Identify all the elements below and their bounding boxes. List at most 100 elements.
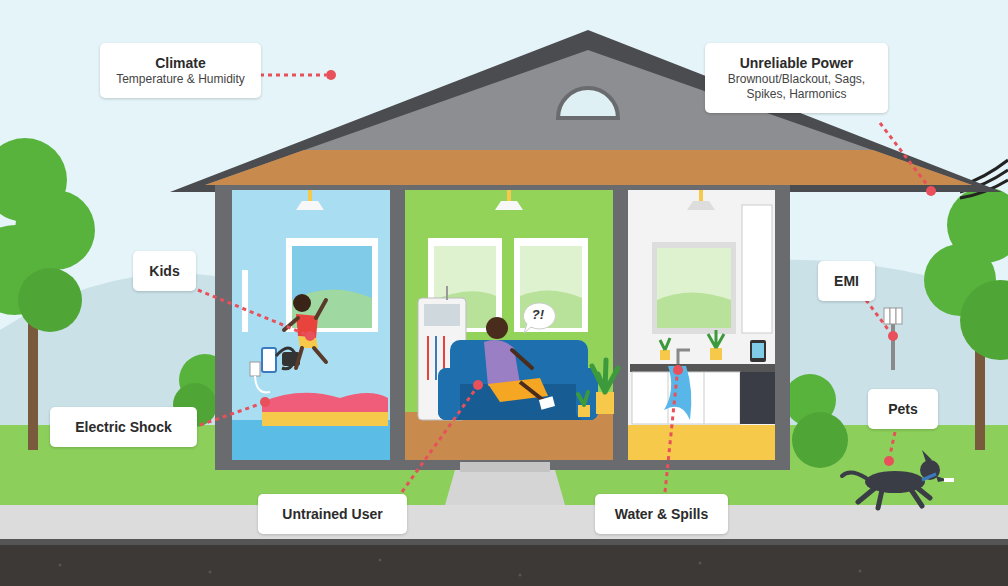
bedroom-part [262, 393, 388, 412]
house-part [205, 150, 972, 185]
kitchen-part [660, 350, 670, 360]
house-part [558, 88, 618, 118]
leader-lines-part [402, 390, 475, 492]
leader-lines-part [888, 331, 898, 341]
bedroom-part [250, 362, 260, 376]
leader-lines-part [200, 404, 260, 425]
ground-part [209, 571, 212, 574]
kitchen-part [752, 343, 764, 358]
lamps-part [495, 201, 523, 210]
speech-bubble: ?! [519, 301, 557, 335]
windows [242, 238, 736, 334]
kid-figure-part [296, 348, 302, 368]
kitchen-part [740, 372, 775, 424]
bedroom [250, 348, 388, 426]
dog-part [944, 478, 954, 482]
emi-tower-part [891, 320, 895, 370]
callout-heading: Electric Shock [66, 418, 181, 436]
dog-part [922, 474, 936, 480]
callout-box: Pets [868, 389, 938, 429]
house-part [460, 462, 550, 472]
windows-part [242, 270, 248, 332]
house-part [405, 190, 613, 460]
emi-tower-part [884, 308, 890, 324]
callout-heading: Pets [884, 400, 922, 418]
callout-heading: Water & Spills [611, 505, 712, 523]
house-part [445, 470, 565, 505]
leader-lines [198, 70, 936, 492]
lamps-part [296, 201, 324, 210]
bedroom-part [262, 348, 276, 372]
leader-lines-part [326, 70, 336, 80]
dog-part [842, 472, 866, 478]
leader-lines-part [665, 376, 677, 492]
kid-figure-part [293, 294, 311, 312]
lamps-part [687, 201, 715, 210]
dialysis-machine-part [427, 336, 429, 380]
couch-and-user-part [512, 350, 532, 368]
callout-detail: Temperature & Humidity [116, 72, 245, 87]
kitchen-part [708, 330, 724, 348]
ground-part [519, 574, 522, 577]
leader-lines-part [473, 380, 483, 390]
callout-heading: EMI [834, 272, 859, 290]
dialysis-machine-part [446, 286, 448, 300]
kid-figure-part [316, 300, 326, 318]
bubble-text: ?! [519, 307, 557, 323]
leader-lines-part [926, 186, 936, 196]
leader-lines-part [880, 123, 928, 186]
trees-part [792, 412, 848, 468]
callout-box: Electric Shock [50, 407, 197, 447]
couch-and-user-part [539, 396, 555, 409]
callout-heading: Unreliable Power [721, 54, 872, 72]
callout-heading: Untrained User [274, 505, 391, 523]
dog-part [922, 450, 932, 462]
windows-part [652, 242, 736, 334]
lamps-part [507, 190, 511, 202]
leader-lines-part [673, 365, 683, 375]
callout-detail: Brownout/Blackout, Sags, Spikes, Harmoni… [721, 72, 872, 102]
trees-part [960, 280, 1008, 360]
couch-and-user-part [486, 317, 508, 339]
kitchen-part [710, 348, 722, 360]
dialysis-machine-part [435, 336, 437, 380]
dialysis-machine-part [424, 304, 460, 326]
plants [578, 360, 618, 417]
ground-part [59, 564, 62, 567]
leader-lines-part [890, 432, 895, 455]
kitchen-part [660, 338, 670, 350]
ground-part [0, 545, 1008, 586]
couch-and-user-part [484, 340, 520, 386]
couch-and-user [438, 317, 598, 420]
emi-tower [884, 308, 902, 370]
callout-box: Untrained User [258, 494, 407, 534]
plants-part [592, 360, 618, 392]
plants-part [578, 392, 588, 405]
ground-part [859, 570, 862, 573]
dog-part [858, 486, 930, 508]
house-part [215, 185, 790, 470]
house-part [628, 190, 775, 460]
kitchen-part [664, 366, 691, 420]
kitchen-part [630, 364, 775, 372]
kid-figure-part [314, 348, 326, 362]
dog [842, 450, 954, 508]
ground [0, 505, 1008, 586]
house [170, 30, 1002, 505]
kitchen-part [750, 340, 766, 362]
leader-lines-part [884, 456, 894, 466]
leader-lines-part [305, 331, 315, 341]
lamps-part [699, 190, 703, 202]
lamps-part [308, 190, 312, 202]
callout-box: Kids [133, 251, 196, 291]
kid-figure-part [284, 318, 298, 330]
ground-part [0, 539, 1008, 545]
lamps [296, 190, 715, 210]
house-part [628, 425, 775, 460]
couch-and-user-part [438, 368, 460, 420]
windows-part [657, 248, 731, 328]
ground-part [379, 559, 382, 562]
